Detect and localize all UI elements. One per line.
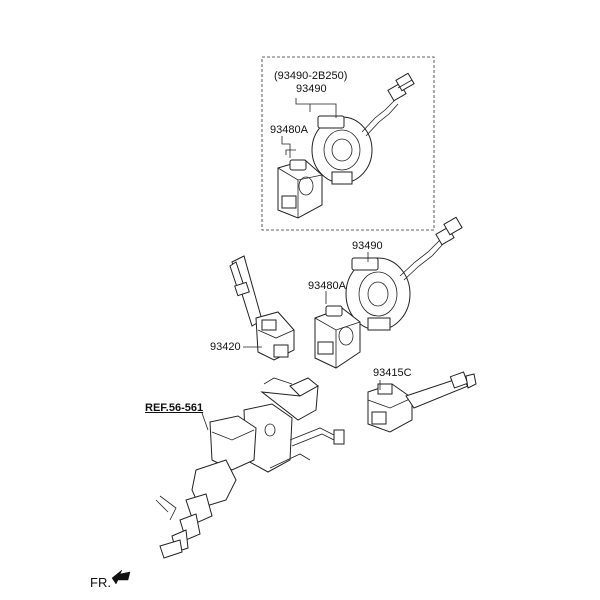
kit-leader-93480a xyxy=(281,136,291,158)
label-reference: REF.56-561 xyxy=(145,402,204,414)
leader-reference xyxy=(201,412,209,431)
light-switch-drawing xyxy=(229,255,295,361)
label-kit-part: 93490 xyxy=(296,83,327,95)
clock-spring-drawing xyxy=(345,216,463,331)
kit-clock-spring-drawing xyxy=(311,72,415,185)
kit-switch-body-drawing xyxy=(277,149,323,219)
front-arrow-icon xyxy=(111,569,131,585)
label-light-switch: 93420 xyxy=(210,341,241,353)
kit-leader-93490 xyxy=(295,98,337,118)
wiper-switch-drawing xyxy=(367,371,477,433)
kit-dashed-box xyxy=(261,56,435,231)
steering-column-drawing xyxy=(155,377,345,559)
label-kit-alt: (93490-2B250) xyxy=(274,70,348,82)
label-wiper-switch: 93415C xyxy=(373,367,412,379)
label-multifunction: 93480A xyxy=(308,280,346,292)
label-front: FR. xyxy=(90,575,111,590)
label-clock-spring: 93490 xyxy=(352,240,383,252)
multifunction-drawing xyxy=(314,305,361,369)
label-kit-sub: 93480A xyxy=(270,124,308,136)
